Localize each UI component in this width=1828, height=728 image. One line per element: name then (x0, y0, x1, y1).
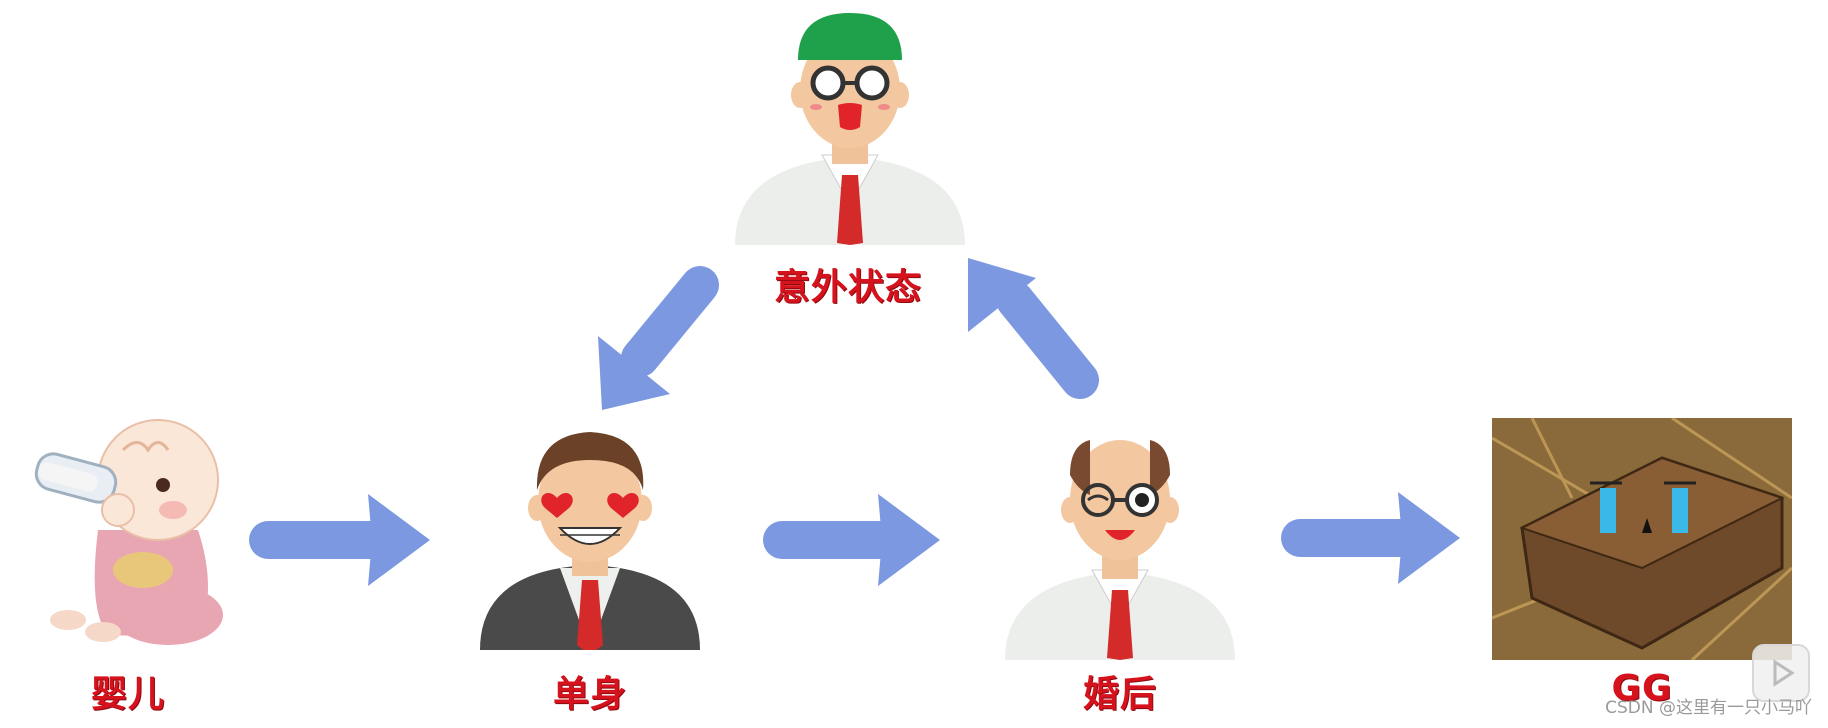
watermark: CSDN @这里有一只小马吖 (1605, 698, 1812, 718)
crying-wooden-box-icon (1492, 418, 1792, 660)
node-label-married: 婚后 (1082, 674, 1158, 715)
arrow-baby-to-single (249, 494, 430, 586)
heart-eyes-man-icon (480, 432, 700, 650)
node-label-gg: GG (1611, 668, 1673, 709)
baby-icon (34, 419, 223, 645)
shocked-man-icon (735, 13, 965, 245)
node-label-accident: 意外状态 (773, 267, 923, 308)
node-label-single: 单身 (552, 674, 628, 715)
arrow-married-to-accident (968, 258, 1099, 399)
arrow-married-to-gg (1281, 492, 1460, 584)
play-icon[interactable] (1752, 644, 1810, 702)
winking-bald-man-icon (1005, 440, 1235, 660)
arrow-single-to-married (763, 494, 940, 586)
arrow-accident-to-single (598, 266, 719, 410)
node-label-baby: 婴儿 (90, 674, 166, 715)
